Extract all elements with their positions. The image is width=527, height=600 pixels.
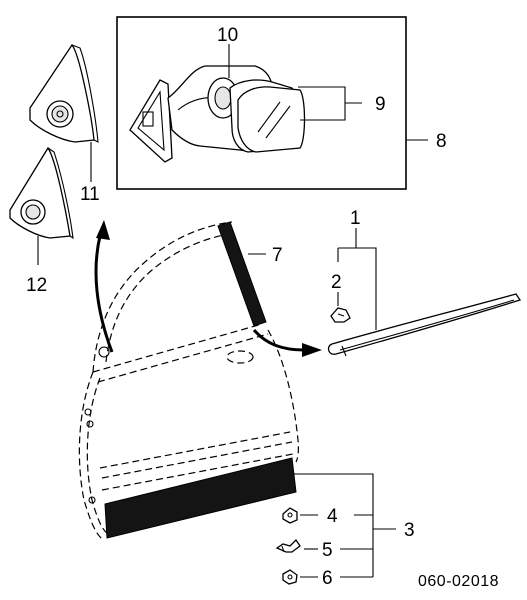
- molding-clip: [330, 307, 351, 323]
- callout-4: 4: [327, 506, 338, 527]
- callout-6: 6: [322, 568, 333, 589]
- arrow-to-triangle-covers: [94, 220, 114, 353]
- fastener-clip-4: [282, 507, 298, 524]
- mirror-assembly-box: [116, 16, 407, 190]
- fastener-screw-5: [275, 538, 301, 553]
- callout-1: 1: [350, 208, 361, 229]
- callout-8: 8: [436, 131, 447, 152]
- callout-5: 5: [322, 540, 333, 561]
- body-side-molding: [327, 293, 522, 357]
- callout-2: 2: [331, 272, 342, 293]
- callout-3: 3: [404, 520, 415, 541]
- catalog-code: 060-02018: [418, 573, 499, 590]
- front-door-outline: [78, 221, 299, 541]
- door-protector-molding: [104, 457, 297, 539]
- callout-11: 11: [80, 184, 100, 205]
- fastener-clip-6: [282, 569, 298, 585]
- callout-9: 9: [375, 94, 386, 115]
- mirror-triangle-cover-upper: [29, 43, 99, 143]
- callout-12: 12: [26, 275, 47, 296]
- leader-lines: [37, 44, 428, 578]
- arrow-to-side-molding: [252, 329, 322, 357]
- callout-10: 10: [217, 25, 238, 46]
- callout-7: 7: [272, 245, 283, 266]
- door-belt-weatherstrip: [217, 221, 267, 327]
- mirror-triangle-cover-lower: [9, 146, 74, 240]
